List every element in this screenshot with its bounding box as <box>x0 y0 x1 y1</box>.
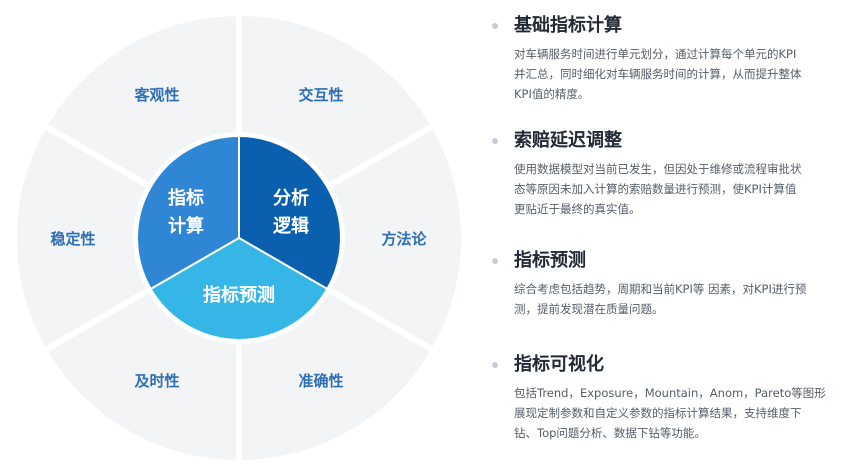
core-label-analysis-logic-line1: 分析 <box>273 187 309 209</box>
bullet-dot-icon <box>492 258 498 264</box>
feature-title: 指标可视化 <box>514 354 604 375</box>
feature-list: 基础指标计算 对车辆服务时间进行单元划分，通过计算每个单元的KPI 并汇总，同时… <box>490 14 865 443</box>
core-label-metric-calc-line1: 指标 <box>168 187 204 209</box>
feature-title: 索赔延迟调整 <box>514 130 622 151</box>
feature-desc-line: 测，提前发现潜在质量问题。 <box>514 302 664 316</box>
feature-desc-line: 并汇总，同时细化对车辆服务时间的计算，从而提升整体 <box>514 67 802 81</box>
feature-basic-metric-calc: 基础指标计算 对车辆服务时间进行单元划分，通过计算每个单元的KPI 并汇总，同时… <box>490 14 865 129</box>
ring-label-objectivity: 客观性 <box>133 86 179 104</box>
feature-desc-line: 展现定制参数和自定义参数的指标计算结果，支持维度下 <box>514 406 802 420</box>
feature-desc-line: KPI值的精度。 <box>514 87 590 101</box>
ring-segment-methodology <box>232 121 467 355</box>
core-label-analysis-logic-line2: 逻辑 <box>273 215 309 237</box>
bullet-dot-icon <box>492 138 498 144</box>
feature-desc-line: 更贴近于最终的真实值。 <box>514 202 641 216</box>
feature-description: 综合考虑包括趋势，周期和当前KPI等 因素，对KPI进行预 测，提前发现潜在质量… <box>514 279 865 319</box>
feature-desc-line: 对车辆服务时间进行单元划分，通过计算每个单元的KPI <box>514 47 797 61</box>
concept-diagram: 客观性 交互性 方法论 准确性 及时性 稳定性 指标 计算 分析 逻辑 指标预测 <box>11 13 467 463</box>
feature-description: 使用数据模型对当前已发生，但因处于维修或流程审批状 态等原因未加入计算的索赔数量… <box>514 159 865 219</box>
ring-segment-stability <box>11 121 246 355</box>
feature-desc-line: 钻、Top问题分析、数据下钻等功能。 <box>514 426 706 440</box>
feature-claim-delay-adjust: 索赔延迟调整 使用数据模型对当前已发生，但因处于维修或流程审批状 态等原因未加入… <box>490 129 865 249</box>
feature-metric-forecast: 指标预测 综合考虑包括趋势，周期和当前KPI等 因素，对KPI进行预 测，提前发… <box>490 249 865 353</box>
feature-desc-line: 包括Trend，Exposure，Mountain，Anom，Pareto等图形 <box>514 386 826 400</box>
feature-title: 基础指标计算 <box>514 15 622 36</box>
core-sector-metric-forecast <box>149 236 329 341</box>
core-sector-metric-calc <box>136 134 240 291</box>
bullet-dot-icon <box>492 362 498 368</box>
ring-label-stability: 稳定性 <box>50 230 95 248</box>
ring-label-accuracy: 准确性 <box>298 372 343 390</box>
outer-ring-labels: 客观性 交互性 方法论 准确性 及时性 稳定性 <box>50 86 427 390</box>
core-sector-analysis-logic <box>238 134 342 291</box>
bullet-dot-icon <box>492 23 498 29</box>
ring-label-timeliness: 及时性 <box>134 372 179 390</box>
core-label-metric-calc-line2: 计算 <box>168 215 204 237</box>
feature-title: 指标预测 <box>514 250 586 271</box>
ring-label-interactivity: 交互性 <box>298 86 343 104</box>
feature-desc-line: 使用数据模型对当前已发生，但因处于维修或流程审批状 <box>514 162 802 176</box>
feature-description: 对车辆服务时间进行单元划分，通过计算每个单元的KPI 并汇总，同时细化对车辆服务… <box>514 44 865 104</box>
core-label-metric-forecast: 指标预测 <box>203 284 275 306</box>
ring-label-methodology: 方法论 <box>381 230 427 248</box>
core-circle <box>133 132 345 344</box>
core-labels: 指标 计算 分析 逻辑 指标预测 <box>168 187 309 306</box>
feature-metric-visualization: 指标可视化 包括Trend，Exposure，Mountain，Anom，Par… <box>490 353 865 443</box>
feature-desc-line: 态等原因未加入计算的索赔数量进行预测，使KPI计算值 <box>514 182 797 196</box>
feature-desc-line: 综合考虑包括趋势，周期和当前KPI等 因素，对KPI进行预 <box>514 282 807 296</box>
feature-description: 包括Trend，Exposure，Mountain，Anom，Pareto等图形… <box>514 383 865 443</box>
